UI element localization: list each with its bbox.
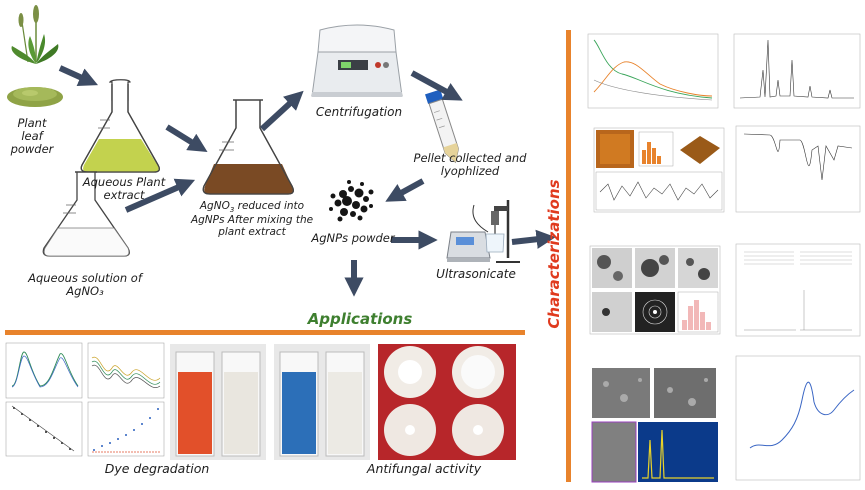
agno3-flask-icon [42,171,130,257]
arrow-agno3-to-mix [124,178,196,213]
falcon-tube-icon [425,89,459,164]
antifungal-activity-label: Antifungal activity [366,461,482,476]
arrow-mix-to-centrifuge [259,90,304,132]
uv-vis-spectrum-panel [587,33,719,109]
xrd-pattern-panel [733,33,861,109]
agno3-reduced-subscript: 3 [229,206,235,215]
leaf-powder-icon [7,87,63,107]
raman-spectrum-panel [735,355,861,481]
process-arrows [58,65,556,297]
composition-tables-panel [735,243,861,337]
arrow-pellet-to-powder [385,178,425,202]
agno3-reduced-text-a: AgNO [199,200,230,212]
dye-cuvette-photo-red [170,344,266,460]
plant-icon [11,5,59,64]
agno3-reduced-text-b: reduced into AgNPs After mixing the plan… [190,200,314,239]
plant-leaf-powder-label: Plant leaf powder [10,116,54,157]
agno3-reduced-label: AgNO3 reduced into AgNPs After mixing th… [190,200,314,238]
antifungal-plates-photo [378,344,516,460]
agnps-powder-icon [329,180,374,222]
characterizations-divider [566,30,571,482]
tem-images-panel [589,245,721,335]
dye-degradation-label: Dye degradation [104,461,210,476]
applications-divider [5,330,525,335]
agnps-flask-icon [202,99,294,195]
plant-extract-flask-icon [80,79,160,173]
dye-cuvette-photo-blue [274,344,370,460]
ftir-spectrum-panel [735,125,861,213]
afm-images-panel [593,127,725,213]
ultrasonicator-icon [446,200,520,263]
arrow-centrifuge-to-tube [410,70,463,101]
agnps-powder-label: AgNPs powder [311,231,395,245]
centrifuge-icon [311,24,403,97]
applications-heading: Applications [307,310,413,328]
pellet-collected-label: Pellet collected and lyophlized [413,151,527,179]
sem-edx-panel [591,368,718,483]
aqueous-plant-extract-label: Aqueous Plant extract [82,175,166,203]
arrow-powder-to-extract [58,65,98,87]
centrifugation-label: Centrifugation [315,105,403,119]
arrow-to-characterizations [511,229,556,249]
characterizations-heading: Characterizations [545,179,563,329]
arrow-extract-to-mix [165,124,208,153]
dye-degradation-plots [5,342,165,457]
ultrasonicate-label: Ultrasonicate [436,267,516,281]
aqueous-agno3-label: Aqueous solution of AgNO₃ [28,271,142,299]
